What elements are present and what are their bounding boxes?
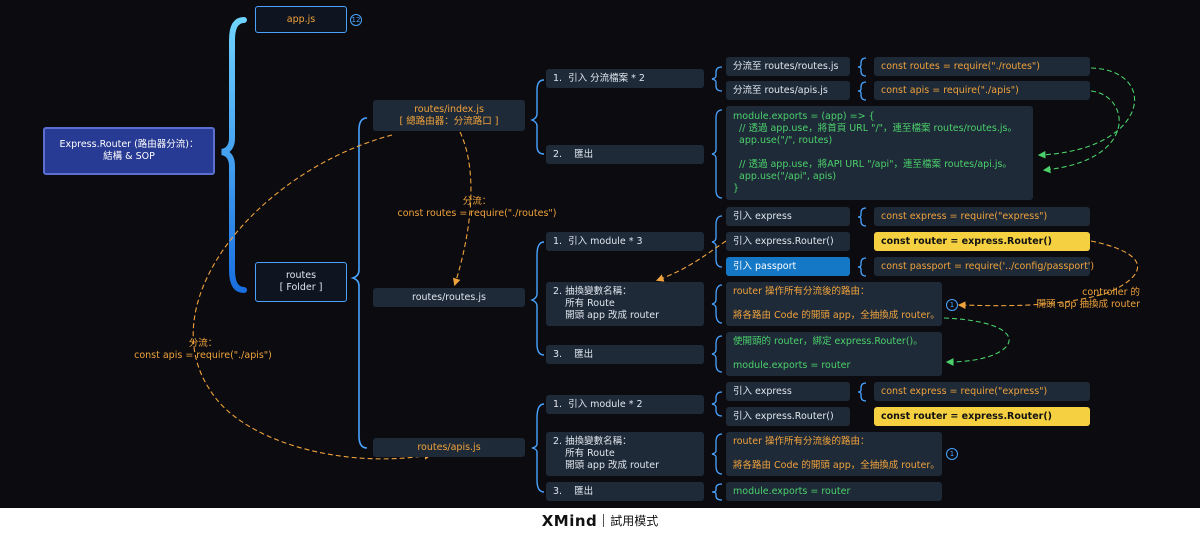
apis-step1-item-express[interactable]: 引入 express [726,382,850,401]
app-js-node[interactable]: app.js [255,6,347,33]
index-step1-code-apis[interactable]: const apis = require("./apis") [874,81,1090,100]
footer-separator [603,514,605,527]
index-step2-code[interactable]: module.exports = (app) => { // 透過 app.us… [726,106,1033,200]
routes-split-annotation: 分流： const routes = require("./routes") [397,196,557,219]
apis-split-annotation: 分流： const apis = require("./apis") [134,338,272,361]
routes-step1-item-router[interactable]: 引入 express.Router() [726,232,850,251]
routes-js-node[interactable]: routes/routes.js [373,288,525,307]
index-step1-item-apis[interactable]: 分流至 routes/apis.js [726,81,850,100]
routes-step1-code-express[interactable]: const express = require("express") [874,207,1090,226]
index-step1[interactable]: 1. 引入 分流檔案 * 2 [546,69,704,88]
index-step2[interactable]: 2. 匯出 [546,145,704,164]
apis-js-node[interactable]: routes/apis.js [373,438,525,457]
apis-step1-code-router[interactable]: const router = express.Router() [874,407,1090,426]
routes-step2-detail[interactable]: router 操作所有分流後的路由： 將各路由 Code 的開頭 app，全抽換… [726,282,942,326]
routes-step3[interactable]: 3. 匯出 [546,345,704,364]
routes-folder-node[interactable]: routes [ Folder ] [255,262,347,302]
apis-step1-code-express[interactable]: const express = require("express") [874,382,1090,401]
apis-step3-code[interactable]: module.exports = router [726,482,942,501]
root-node[interactable]: Express.Router (路由器分流)： 結構 & SOP [43,127,215,175]
trial-mode-label: 試用模式 [610,514,659,528]
apis-step2-badge: 1 [946,448,958,460]
index-step1-item-routes[interactable]: 分流至 routes/routes.js [726,57,850,76]
routes-step2-badge: 1 [946,299,958,311]
routes-step1-item-express[interactable]: 引入 express [726,207,850,226]
controller-note-annotation: controller 的 開頭 app 抽換成 router [1036,287,1140,310]
xmind-logo: XMind [541,511,598,530]
mindmap-canvas: Express.Router (路由器分流)： 結構 & SOP app.js … [0,0,1200,508]
routes-step1-item-passport[interactable]: 引入 passport [726,257,850,276]
routes-step3-detail[interactable]: 使開頭的 router，綁定 express.Router()。 module.… [726,332,942,376]
apis-step1-item-router[interactable]: 引入 express.Router() [726,407,850,426]
apis-step2[interactable]: 2. 抽換變數名稱： 所有 Route 開頭 app 改成 router [546,432,704,476]
routes-step2[interactable]: 2. 抽換變數名稱： 所有 Route 開頭 app 改成 router [546,282,704,326]
index-step1-code-routes[interactable]: const routes = require("./routes") [874,57,1090,76]
connector-lines [192,17,1139,501]
index-js-node[interactable]: routes/index.js [ 總路由器：分流路口 ] [373,100,525,131]
routes-step1[interactable]: 1. 引入 module * 3 [546,232,704,251]
footer-bar: XMind 試用模式 [0,508,1200,533]
apis-step2-detail[interactable]: router 操作所有分流後的路由： 將各路由 Code 的開頭 app，全抽換… [726,432,942,476]
apis-step3[interactable]: 3. 匯出 [546,482,704,501]
apis-step1[interactable]: 1. 引入 module * 2 [546,395,704,414]
app-js-badge: 12 [350,14,362,26]
routes-step1-code-passport[interactable]: const passport = require('../config/pass… [874,257,1094,276]
routes-step1-code-router[interactable]: const router = express.Router() [874,232,1090,251]
